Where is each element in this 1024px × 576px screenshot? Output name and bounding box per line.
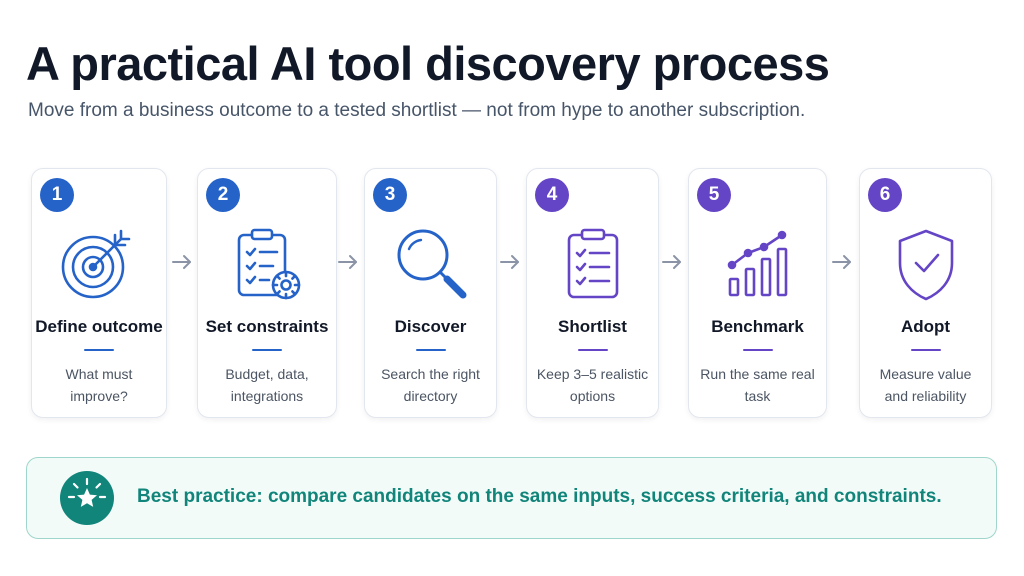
step-description: Search the right directory	[381, 366, 480, 404]
step-title: Shortlist	[558, 317, 627, 336]
arrow-right-icon	[337, 254, 359, 270]
step-description: Keep 3–5 realistic options	[536, 366, 649, 404]
step-description: Budget, data, integrations	[225, 366, 309, 404]
page-title: A practical AI tool discovery process	[26, 37, 830, 90]
step-title: Discover	[394, 317, 467, 336]
step-card-set-constraints: 2 Set constraints Budget, data, integrat…	[197, 168, 337, 418]
step-card-define-outcome: 1 Define outcome What must improve?	[31, 168, 167, 418]
step-number-badge: 5	[697, 178, 731, 212]
step-description: Measure value and reliability	[879, 366, 972, 404]
step-description: What must improve?	[65, 366, 133, 404]
step-number-badge: 3	[373, 178, 407, 212]
magnifier-icon	[389, 223, 473, 307]
arrow-right-icon	[499, 254, 521, 270]
step-card-benchmark: 5 Benchmark Run the same real task	[688, 168, 827, 418]
checklist-icon	[551, 223, 635, 307]
bar-chart-icon	[716, 223, 800, 307]
step-number-badge: 4	[535, 178, 569, 212]
star-badge-icon	[59, 470, 115, 526]
step-divider	[577, 349, 608, 351]
step-number-badge: 1	[40, 178, 74, 212]
shield-check-icon	[884, 223, 968, 307]
arrow-right-icon	[171, 254, 193, 270]
step-divider	[252, 349, 282, 351]
step-divider	[742, 349, 773, 351]
step-card-discover: 3 Discover Search the right directory	[364, 168, 497, 418]
step-card-adopt: 6 Adopt Measure value and reliability	[859, 168, 992, 418]
step-title: Define outcome	[35, 317, 163, 336]
best-practice-callout: Best practice: compare candidates on the…	[26, 457, 997, 539]
step-title: Set constraints	[205, 317, 329, 336]
step-number-badge: 6	[868, 178, 902, 212]
arrow-right-icon	[831, 254, 853, 270]
step-card-shortlist: 4 Shortlist Keep 3–5 realistic options	[526, 168, 659, 418]
target-icon	[57, 223, 141, 307]
step-divider	[415, 349, 446, 351]
arrow-right-icon	[661, 254, 683, 270]
step-title: Adopt	[900, 317, 951, 336]
step-divider	[910, 349, 941, 351]
best-practice-text: Best practice: compare candidates on the…	[137, 486, 942, 507]
step-divider	[84, 349, 114, 351]
step-number-badge: 2	[206, 178, 240, 212]
step-description: Run the same real task	[700, 366, 815, 404]
checklist-gear-icon	[225, 223, 309, 307]
page-subtitle: Move from a business outcome to a tested…	[28, 100, 806, 121]
step-title: Benchmark	[711, 317, 804, 336]
